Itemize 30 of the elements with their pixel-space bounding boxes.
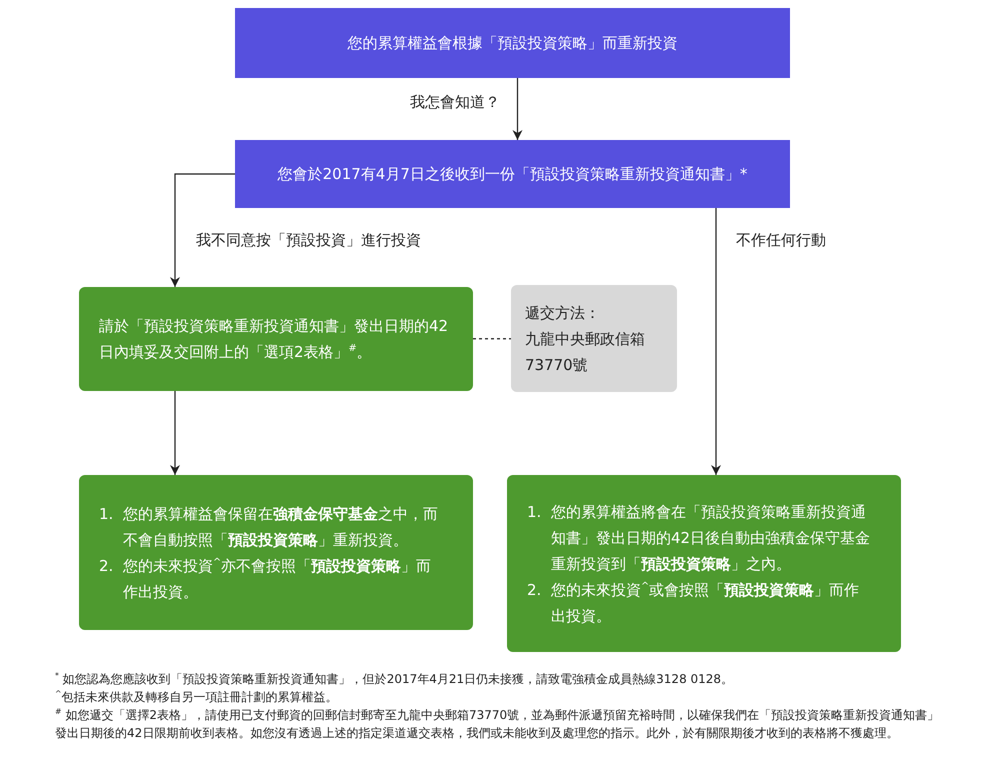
- edge-label: 我怎會知道？: [410, 93, 500, 112]
- arrow: [170, 173, 235, 287]
- edge-label: 不作任何行動: [736, 231, 826, 250]
- note-box: [511, 285, 677, 392]
- edge-label: 我不同意按「預設投資」進行投資: [196, 231, 421, 250]
- footnote: $^{^}$包括未來供款及轉移自另一項註冊計劃的累算權益。: [55, 688, 339, 706]
- list-item-text: 您的未來投資$^{^}$亦不會按照「預設投資策略」而作出投資。: [123, 556, 432, 602]
- list-item-text: 您的累算權益會保留在強積金保守基金之中，而不會自動按照「預設投資策略」重新投資。: [123, 504, 439, 550]
- footnote: $^{#}$ 如您遞交「選擇2表格」，請使用已支付郵資的回郵信封郵寄至九龍中央郵箱73770號，並為郵件派遞預留充裕時間，以確保我們在「預設投資策略重新投資通知書」發出日期後的42日限期前收到表格。如您沒有透過上述的指定渠道遞交表格，我們或未能收到及處理您的指示。此外，於有關限期後才收到的表格將不獲處理。: [55, 706, 940, 742]
- action-box: [79, 287, 473, 391]
- process-box: [235, 140, 790, 208]
- step-text: 請於「預設投資策略重新投資通知書」發出日期的42日內填妥及交回附上的「選項2表格」$^{#}$。: [99, 316, 450, 363]
- step-text: 您會於2017有4月7日之後收到一份「預設投資策略重新投資通知書」*: [278, 164, 748, 185]
- note-text: 九龍中央郵政信箱73770號: [525, 328, 646, 376]
- list-item-text: 您的未來投資$^{^}$或會按照「預設投資策略」而作出投資。: [551, 580, 860, 626]
- arrow: [170, 391, 180, 475]
- footnote: $^{*}$ 如您認為您應該收到「預設投資策略重新投資通知書」，但於2017年4月21日仍未接獲，請致電強積金成員熱線3128 0128。: [55, 670, 734, 688]
- list-item-text: 您的累算權益將會在「預設投資策略重新投資通知書」發出日期的42日後自動由強積金保守基金重新投資到「預設投資策略」之內。: [551, 502, 872, 574]
- result-box: [507, 475, 901, 652]
- arrow: [711, 208, 721, 475]
- list-number: 2.: [99, 556, 114, 576]
- list-number: 1.: [99, 504, 114, 524]
- process-box: [235, 8, 790, 78]
- step-text: 您的累算權益會根據「預設投資策略」而重新投資: [348, 33, 678, 54]
- note-heading: 遞交方法：: [525, 302, 601, 324]
- list-number: 2.: [527, 580, 542, 600]
- dashed-line: [473, 338, 511, 340]
- arrow: [512, 78, 522, 140]
- result-box: [79, 475, 473, 630]
- list-number: 1.: [527, 502, 542, 522]
